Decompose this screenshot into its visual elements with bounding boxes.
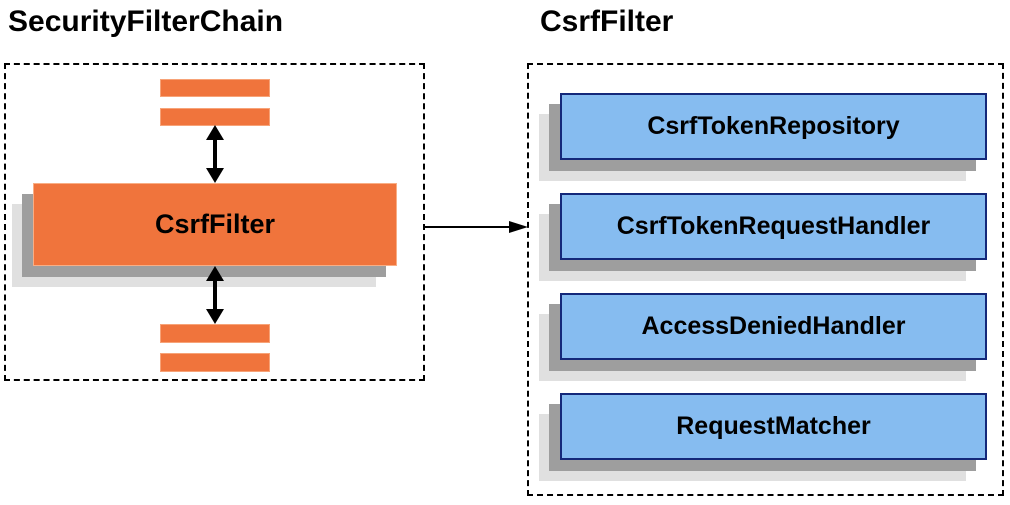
flow-arrow-icon <box>424 221 528 233</box>
csrf-token-repository-node: CsrfTokenRepository <box>560 93 987 160</box>
bidirectional-arrow-top-icon <box>206 125 224 183</box>
csrf-token-request-handler-node: CsrfTokenRequestHandler <box>560 193 987 260</box>
request-matcher-node: RequestMatcher <box>560 393 987 460</box>
filter-bar-bottom-1 <box>160 324 270 343</box>
bidirectional-arrow-bottom-icon <box>206 266 224 324</box>
security-filter-chain-title: SecurityFilterChain <box>8 5 284 38</box>
security-filter-chain-box: CsrfFilter <box>4 63 425 381</box>
csrf-filter-box: CsrfTokenRepository CsrfTokenRequestHand… <box>527 63 1004 496</box>
access-denied-handler-node: AccessDeniedHandler <box>560 293 987 360</box>
filter-bar-top-1 <box>160 79 270 97</box>
filter-bar-bottom-2 <box>160 353 270 372</box>
filter-bar-top-2 <box>160 108 270 126</box>
access-denied-handler-label: AccessDeniedHandler <box>641 312 906 340</box>
csrf-token-repository-label: CsrfTokenRepository <box>647 112 900 140</box>
request-matcher-label: RequestMatcher <box>676 412 871 440</box>
csrf-filter-node-label: CsrfFilter <box>154 209 276 239</box>
csrf-filter-node: CsrfFilter <box>33 183 397 266</box>
csrf-filter-title: CsrfFilter <box>540 5 674 38</box>
csrf-token-request-handler-label: CsrfTokenRequestHandler <box>616 212 931 240</box>
